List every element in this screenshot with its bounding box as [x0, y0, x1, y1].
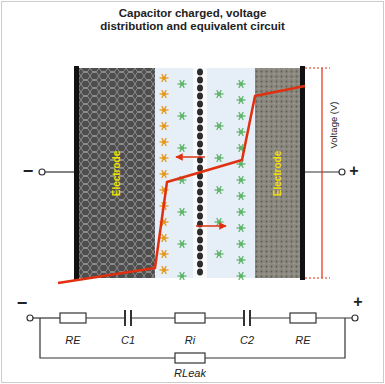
resistor-symbol — [175, 313, 205, 323]
electrode: Electrode — [255, 68, 300, 278]
ions — [160, 74, 246, 280]
terminal-sign: − — [17, 294, 28, 312]
component-label: RLeak — [174, 368, 206, 379]
current-collector — [74, 66, 79, 280]
title: Capacitor charged, voltage distribution … — [40, 7, 345, 33]
component-label: C2 — [240, 335, 254, 346]
equivalent-circuit — [27, 310, 358, 363]
terminal — [339, 169, 345, 175]
component-label: RE — [295, 335, 310, 346]
dotted-line — [305, 278, 330, 279]
axis-label: Voltage (V) — [329, 102, 339, 149]
electrode-label: Electrode — [111, 150, 122, 196]
wire — [40, 318, 175, 358]
terminal-sign: − — [23, 162, 34, 180]
resistor-symbol — [60, 313, 86, 323]
wire — [45, 171, 74, 172]
wire — [86, 317, 125, 318]
wire — [205, 317, 244, 318]
dotted-line — [305, 68, 330, 69]
resistor-symbol — [175, 353, 205, 363]
electrode-label: Electrode — [272, 150, 283, 196]
voltage-curve — [58, 86, 305, 283]
ion-arrow — [176, 156, 205, 158]
left-electrode — [79, 68, 155, 278]
terminal-sign: + — [353, 294, 362, 310]
right-electrode — [255, 68, 300, 278]
electrolyte — [155, 68, 255, 278]
capacitor-symbol — [243, 310, 245, 326]
terminal — [352, 315, 358, 321]
component-label: C1 — [121, 335, 135, 346]
current-collector — [300, 66, 305, 280]
wire — [33, 317, 60, 318]
terminal — [27, 315, 33, 321]
terminal-sign: + — [349, 163, 358, 179]
wire — [131, 317, 175, 318]
ion-arrow — [196, 225, 226, 227]
resistor-symbol — [290, 313, 316, 323]
wire — [250, 317, 290, 318]
wire — [316, 317, 352, 318]
voltage-axis — [321, 68, 322, 278]
terminal — [39, 169, 45, 175]
component-label: Ri — [185, 335, 195, 346]
wire — [205, 318, 345, 358]
component-label: RE — [65, 335, 80, 346]
electrode: Electrode — [79, 68, 155, 278]
capacitor-symbol — [124, 310, 126, 326]
